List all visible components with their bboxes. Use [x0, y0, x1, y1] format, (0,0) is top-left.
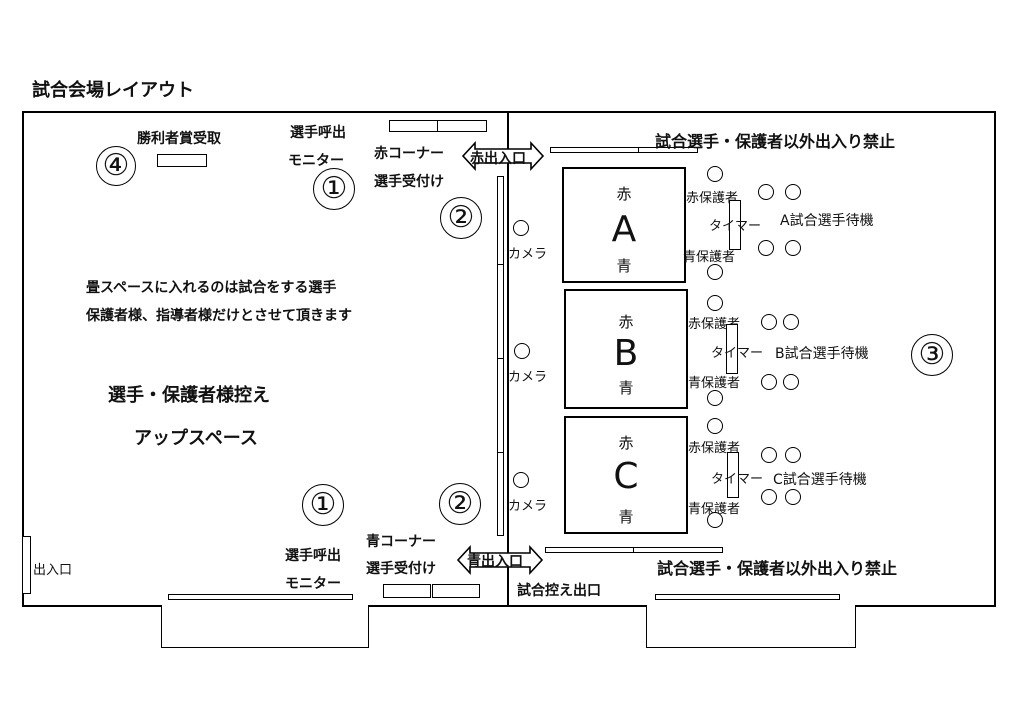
- a-wait-seat-2: [785, 184, 801, 200]
- top-strip-2: [638, 147, 698, 153]
- camera-a-label: カメラ: [508, 247, 548, 262]
- blue-entrance-arrow-icon: [456, 544, 544, 576]
- blue-reception-desk-2: [432, 584, 480, 598]
- c-timer-label: タイマー: [711, 472, 764, 487]
- camera-b-label: カメラ: [508, 370, 548, 385]
- winner-receiving-desk: [157, 154, 207, 167]
- c-wait-seat-1: [761, 447, 777, 463]
- blue-corner-label: 青コーナー: [366, 534, 436, 550]
- a-timer-desk: [729, 200, 741, 250]
- a-blue-guardian-label: 青保護者: [683, 250, 736, 265]
- partition-segment-3: [497, 358, 504, 454]
- mat-c-blue-side: 青: [618, 508, 634, 526]
- mat-b-red-side: 赤: [618, 313, 634, 331]
- venue-outline: [22, 111, 996, 607]
- camera-b-icon: [514, 343, 530, 359]
- a-waiting-label: A試合選手待機: [780, 213, 874, 229]
- a-wait-seat-3: [758, 240, 774, 256]
- mat-a-blue-side: 青: [616, 257, 632, 275]
- camera-c-icon: [513, 472, 529, 488]
- b-timer-label: タイマー: [711, 346, 764, 361]
- center-divider: [507, 111, 509, 607]
- red-reception-desk-2: [437, 120, 487, 132]
- a-wait-seat-1: [758, 184, 774, 200]
- right-bottom-annex: [646, 605, 856, 648]
- monitor-label-top: モニター: [288, 153, 344, 169]
- mat-b: 赤 B 青: [564, 289, 688, 409]
- b-wait-seat-4: [783, 374, 799, 390]
- c-waiting-label: C試合選手待機: [773, 472, 867, 488]
- b-wait-seat-2: [783, 314, 799, 330]
- red-entrance-arrow-icon: [461, 140, 545, 172]
- c-wait-seat-2: [785, 447, 801, 463]
- circle-number-2-top: ②: [440, 197, 482, 239]
- c-wait-seat-3: [761, 489, 777, 505]
- circle-number-3: ③: [911, 334, 953, 376]
- player-call-label-bottom: 選手呼出: [285, 548, 341, 564]
- a-timer-label: タイマー: [709, 219, 762, 234]
- mat-c-red-side: 赤: [618, 434, 634, 452]
- mat-a: 赤 A 青: [562, 167, 686, 283]
- winner-receiving-label: 勝利者賞受取: [137, 131, 221, 147]
- red-reception-label: 選手受付け: [374, 174, 444, 190]
- right-bottom-strip: [655, 594, 840, 600]
- a-wait-seat-4: [785, 240, 801, 256]
- mat-c: 赤 C 青: [564, 416, 688, 534]
- left-entrance-label: 出入口: [33, 563, 73, 578]
- a-blue-guardian-seat: [707, 264, 723, 280]
- b-blue-guardian-label: 青保護者: [688, 376, 741, 391]
- a-red-guardian-seat: [707, 166, 723, 182]
- waiting-space-line-1: 選手・保護者様控え: [108, 385, 270, 406]
- camera-a-icon: [513, 220, 529, 236]
- b-red-guardian-seat: [707, 295, 723, 311]
- blue-reception-label: 選手受付け: [366, 561, 436, 577]
- blue-entrance-label: 青出入口: [467, 554, 523, 570]
- bottom-strip-1: [545, 547, 635, 553]
- mat-a-red-side: 赤: [616, 185, 632, 203]
- b-wait-seat-3: [761, 374, 777, 390]
- bottom-strip-2: [633, 547, 723, 553]
- notice-line-1: 畳スペースに入れるのは試合をする選手: [86, 280, 337, 296]
- mat-a-letter: A: [611, 209, 637, 250]
- c-timer-desk: [727, 452, 739, 498]
- circle-number-1-top: ①: [313, 168, 355, 210]
- circle-number-2-bottom: ②: [439, 483, 481, 525]
- partition-segment-2: [497, 264, 504, 360]
- notice-line-2: 保護者様、指導者様だけとさせて頂きます: [86, 308, 352, 324]
- mat-b-blue-side: 青: [618, 379, 634, 397]
- c-red-guardian-seat: [707, 418, 723, 434]
- no-entry-notice-bottom: 試合選手・保護者以外出入り禁止: [657, 559, 898, 578]
- circle-number-4: ④: [96, 146, 136, 186]
- left-bottom-strip: [168, 594, 353, 600]
- blue-reception-desk-1: [383, 584, 431, 598]
- camera-c-label: カメラ: [508, 499, 548, 514]
- c-blue-guardian-label: 青保護者: [688, 502, 741, 517]
- a-red-guardian-label: 赤保護者: [686, 191, 739, 206]
- c-blue-guardian-seat: [707, 512, 723, 528]
- no-entry-notice-top: 試合選手・保護者以外出入り禁止: [655, 132, 896, 151]
- partition-segment-1: [497, 176, 504, 266]
- red-corner-label: 赤コーナー: [374, 146, 444, 162]
- b-waiting-label: B試合選手待機: [775, 346, 869, 362]
- waiting-space-line-2: アップスペース: [134, 428, 258, 449]
- left-bottom-annex: [161, 605, 369, 648]
- b-blue-guardian-seat: [707, 390, 723, 406]
- top-strip-1: [550, 147, 640, 153]
- page-title: 試合会場レイアウト: [32, 80, 194, 101]
- red-entrance-label: 赤出入口: [470, 151, 526, 167]
- mat-c-letter: C: [613, 456, 639, 497]
- monitor-label-bottom: モニター: [285, 576, 341, 592]
- mat-b-letter: B: [613, 333, 639, 374]
- partition-segment-4: [497, 452, 504, 536]
- player-call-label-top: 選手呼出: [290, 125, 346, 141]
- b-timer-desk: [726, 324, 738, 374]
- c-wait-seat-4: [785, 489, 801, 505]
- left-door: [22, 536, 31, 594]
- circle-number-1-bottom: ①: [302, 484, 344, 526]
- b-wait-seat-1: [761, 314, 777, 330]
- match-exit-label: 試合控え出口: [517, 583, 601, 599]
- red-reception-desk-1: [389, 120, 439, 132]
